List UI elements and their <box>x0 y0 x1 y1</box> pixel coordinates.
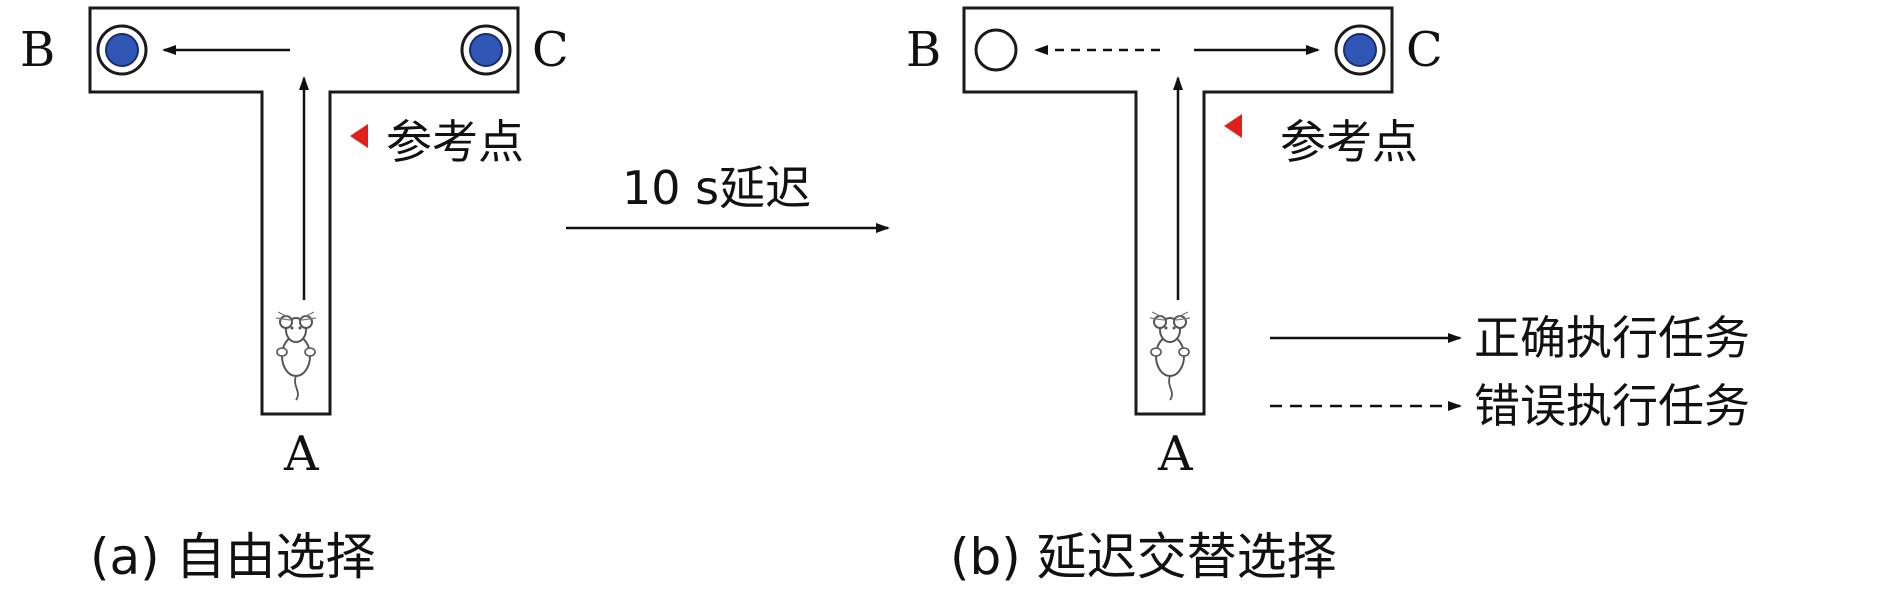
arm-label-b: B <box>20 22 55 78</box>
panel-b: B C A 参考点 (b) 延迟交替选择 <box>906 6 1443 586</box>
legend-correct-label: 正确执行任务 <box>1474 311 1750 365</box>
reference-point-label: 参考点 <box>386 115 524 169</box>
delay-transition: 10 s延迟 <box>566 161 890 233</box>
reference-point-label: 参考点 <box>1280 115 1418 169</box>
reference-triangle-icon <box>350 124 368 148</box>
legend: 正确执行任务 错误执行任务 <box>1270 311 1750 433</box>
reward-well-icon <box>460 24 512 76</box>
caption-a: (a) 自由选择 <box>90 528 376 586</box>
reference-triangle-icon <box>1224 114 1242 138</box>
empty-well-icon <box>974 28 1018 72</box>
delay-label: 10 s延迟 <box>622 161 811 215</box>
start-label-a: A <box>1157 426 1194 482</box>
reward-well-icon <box>1334 24 1386 76</box>
panel-a: B C A 参考点 (a) 自由选择 <box>20 6 569 586</box>
arm-label-b: B <box>906 22 941 78</box>
arm-label-c: C <box>532 22 569 78</box>
legend-incorrect-label: 错误执行任务 <box>1474 379 1750 433</box>
arm-label-c: C <box>1406 22 1443 78</box>
start-label-a: A <box>283 426 320 482</box>
caption-b: (b) 延迟交替选择 <box>950 528 1337 586</box>
reward-well-icon <box>96 24 148 76</box>
